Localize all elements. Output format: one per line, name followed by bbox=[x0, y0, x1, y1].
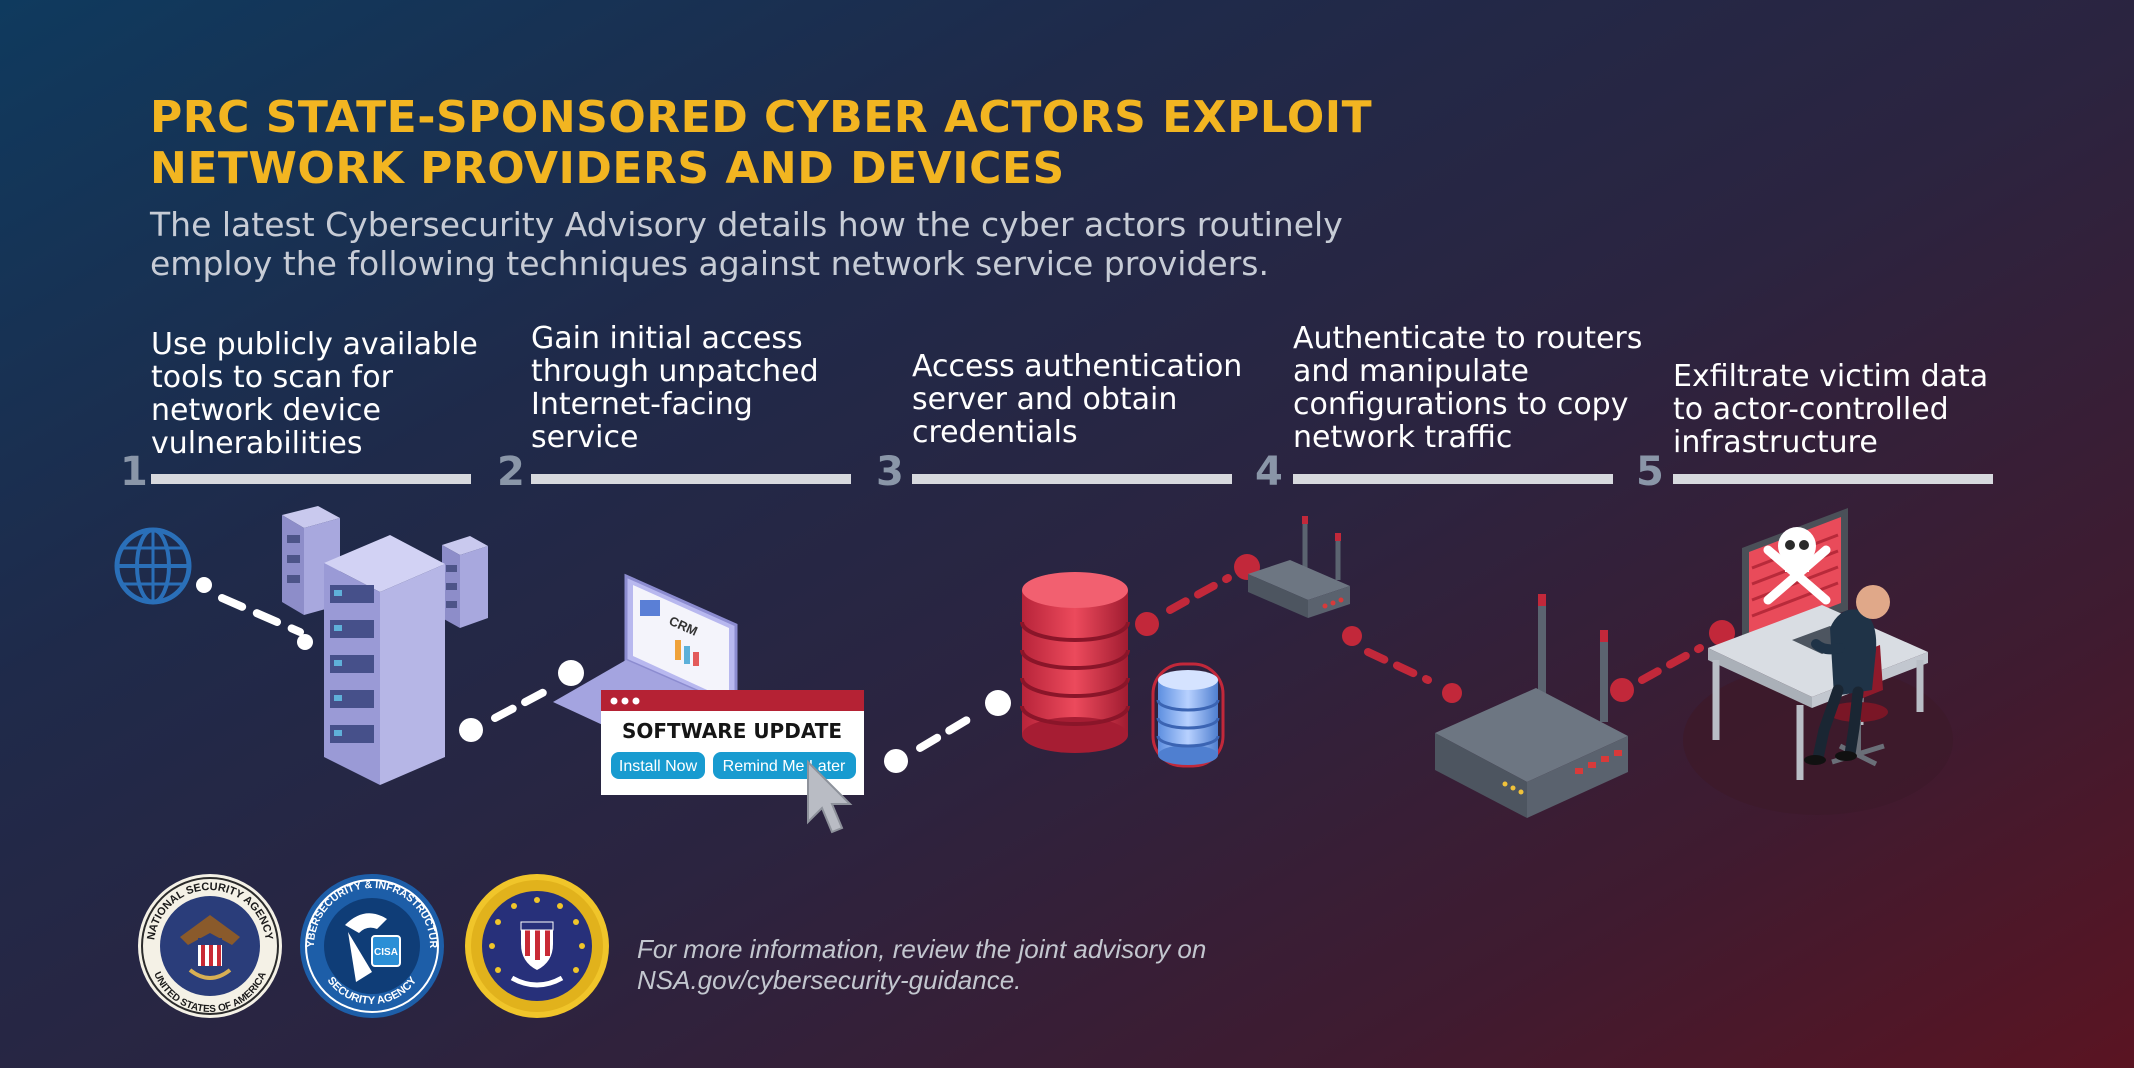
title-line-2: NETWORK PROVIDERS AND DEVICES bbox=[150, 143, 1065, 194]
subtitle-line-2: employ the following techniques against … bbox=[150, 244, 1269, 283]
install-now-button[interactable] bbox=[611, 752, 705, 779]
step-2-divider bbox=[531, 474, 851, 484]
step-4-number: 4 bbox=[1255, 449, 1283, 495]
step-3-text: Access authentication server and obtain … bbox=[912, 350, 1242, 449]
globe-icon bbox=[114, 527, 192, 605]
remind-me-later-button[interactable] bbox=[713, 752, 856, 779]
step-2-text: Gain initial access through unpatched In… bbox=[531, 322, 819, 454]
step-1-number: 1 bbox=[120, 449, 148, 495]
subtitle-line-1: The latest Cybersecurity Advisory detail… bbox=[150, 205, 1343, 244]
server-rack-icon bbox=[282, 506, 488, 785]
small-router-icon bbox=[1248, 516, 1350, 618]
skull-crossbones-icon bbox=[1763, 527, 1831, 605]
step-5-line: Exfiltrate victim data bbox=[1673, 359, 1989, 394]
install-now-label: Install Now bbox=[619, 758, 698, 775]
fbi-seal bbox=[465, 874, 609, 1018]
cisa-seal-top-text: CYBERSECURITY & INFRASTRUCTURE bbox=[0, 0, 439, 949]
step-2-line: through unpatched bbox=[531, 354, 819, 389]
step-4-line: configurations to copy bbox=[1293, 387, 1629, 422]
title-line-1: PRC STATE-SPONSORED CYBER ACTORS EXPLOIT bbox=[150, 92, 1373, 143]
red-database-icon bbox=[1020, 572, 1130, 753]
step-1-line: vulnerabilities bbox=[151, 426, 363, 461]
step-4-divider bbox=[1293, 474, 1613, 484]
remind-me-later-label: Remind Me Later bbox=[723, 758, 846, 775]
step-2-line: Internet-facing bbox=[531, 387, 753, 422]
step-4-text: Authenticate to routers and manipulate c… bbox=[1293, 322, 1642, 454]
page-subtitle: The latest Cybersecurity Advisory detail… bbox=[150, 205, 1470, 283]
step-2-line: Gain initial access bbox=[531, 321, 803, 356]
step-1-line: tools to scan for bbox=[151, 360, 393, 395]
footer-line-1: For more information, review the joint a… bbox=[637, 934, 1207, 964]
popup-title: SOFTWARE UPDATE bbox=[622, 719, 842, 743]
step-1-line: Use publicly available bbox=[151, 327, 478, 362]
step-3-divider bbox=[912, 474, 1232, 484]
hacker-workstation-icon bbox=[1683, 508, 1953, 815]
footer-note: For more information, review the joint a… bbox=[637, 934, 1277, 996]
software-update-popup: SOFTWARE UPDATE Install Now Remind Me La… bbox=[601, 690, 864, 795]
step-1-line: network device bbox=[151, 393, 381, 428]
nsa-seal: NATIONAL SECURITY AGENCY UNITED STATES O… bbox=[138, 874, 282, 1018]
red-connection-path bbox=[1135, 554, 1735, 703]
step-5-line: infrastructure bbox=[1673, 425, 1878, 460]
step-5-line: to actor-controlled bbox=[1673, 392, 1949, 427]
step-3-number: 3 bbox=[876, 449, 904, 495]
step-1-text: Use publicly available tools to scan for… bbox=[151, 328, 478, 460]
blue-database-icon bbox=[1151, 662, 1225, 768]
step-3-line: credentials bbox=[912, 415, 1078, 450]
step-4-line: network traffic bbox=[1293, 420, 1513, 455]
white-connection-path bbox=[196, 577, 1011, 773]
step-5-divider bbox=[1673, 474, 1993, 484]
step-3-line: server and obtain bbox=[912, 382, 1178, 417]
step-1-divider bbox=[151, 474, 471, 484]
page-title: PRC STATE-SPONSORED CYBER ACTORS EXPLOIT… bbox=[150, 92, 1450, 194]
cisa-seal: CYBERSECURITY & INFRASTRUCTURE SECURITY … bbox=[0, 0, 444, 1018]
mouse-cursor-icon bbox=[807, 759, 853, 834]
cisa-seal-center-text: CISA bbox=[374, 947, 398, 958]
step-5-number: 5 bbox=[1636, 449, 1664, 495]
step-4-line: Authenticate to routers bbox=[1293, 321, 1643, 356]
step-2-number: 2 bbox=[497, 449, 525, 495]
step-5-text: Exfiltrate victim data to actor-controll… bbox=[1673, 360, 1988, 459]
step-2-line: service bbox=[531, 420, 639, 455]
footer-line-2[interactable]: NSA.gov/cybersecurity-guidance. bbox=[637, 965, 1022, 995]
step-4-line: and manipulate bbox=[1293, 354, 1529, 389]
step-3-line: Access authentication bbox=[912, 349, 1243, 384]
large-router-icon bbox=[1435, 594, 1628, 818]
